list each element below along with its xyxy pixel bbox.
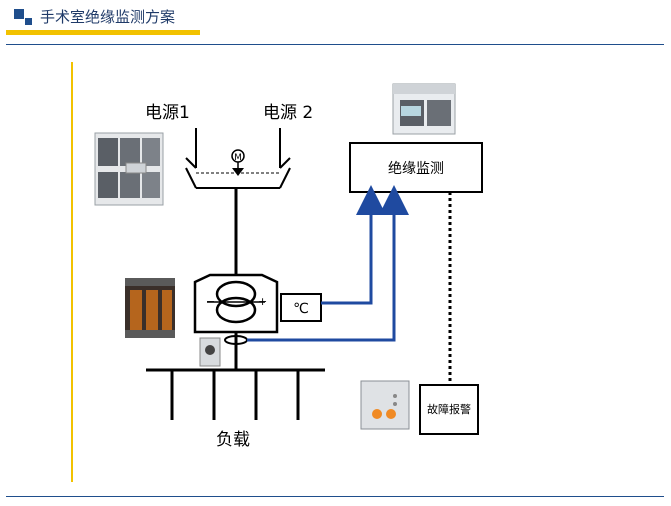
title-divider xyxy=(6,44,664,45)
ats-switch-photo xyxy=(94,132,164,206)
title-accent-bar xyxy=(6,30,200,35)
insulation-monitor-box xyxy=(349,142,483,193)
title-bar: 手术室绝缘监测方案 xyxy=(0,0,671,46)
monitor-device-photo xyxy=(392,83,456,135)
bottom-divider xyxy=(6,496,664,497)
load-label: 负载 xyxy=(216,430,250,450)
current-signal-line xyxy=(247,185,409,342)
alarm-label: 故障报警 xyxy=(427,402,471,416)
transformer-photo xyxy=(125,278,175,338)
monitor-label: 绝缘监测 xyxy=(388,161,444,177)
side-accent-line xyxy=(71,62,73,482)
motor-icon: M xyxy=(231,149,245,176)
isolation-transformer: − + xyxy=(193,273,279,334)
svg-text:+: + xyxy=(258,295,267,308)
motor-label: M xyxy=(234,153,242,163)
page-title: 手术室绝缘监测方案 xyxy=(40,8,176,26)
fault-alarm-box xyxy=(419,384,479,435)
temperature-sensor-box xyxy=(280,293,322,322)
source1-label: 电源1 xyxy=(145,103,190,123)
ct-sensor-photo xyxy=(199,337,221,367)
svg-text:−: − xyxy=(206,295,215,308)
temperature-label: ℃ xyxy=(293,301,309,317)
source2-label: 电源 2 xyxy=(263,103,313,123)
alarm-panel-photo xyxy=(360,380,410,430)
temperature-signal-line xyxy=(321,185,386,305)
title-square-icon xyxy=(14,9,34,27)
